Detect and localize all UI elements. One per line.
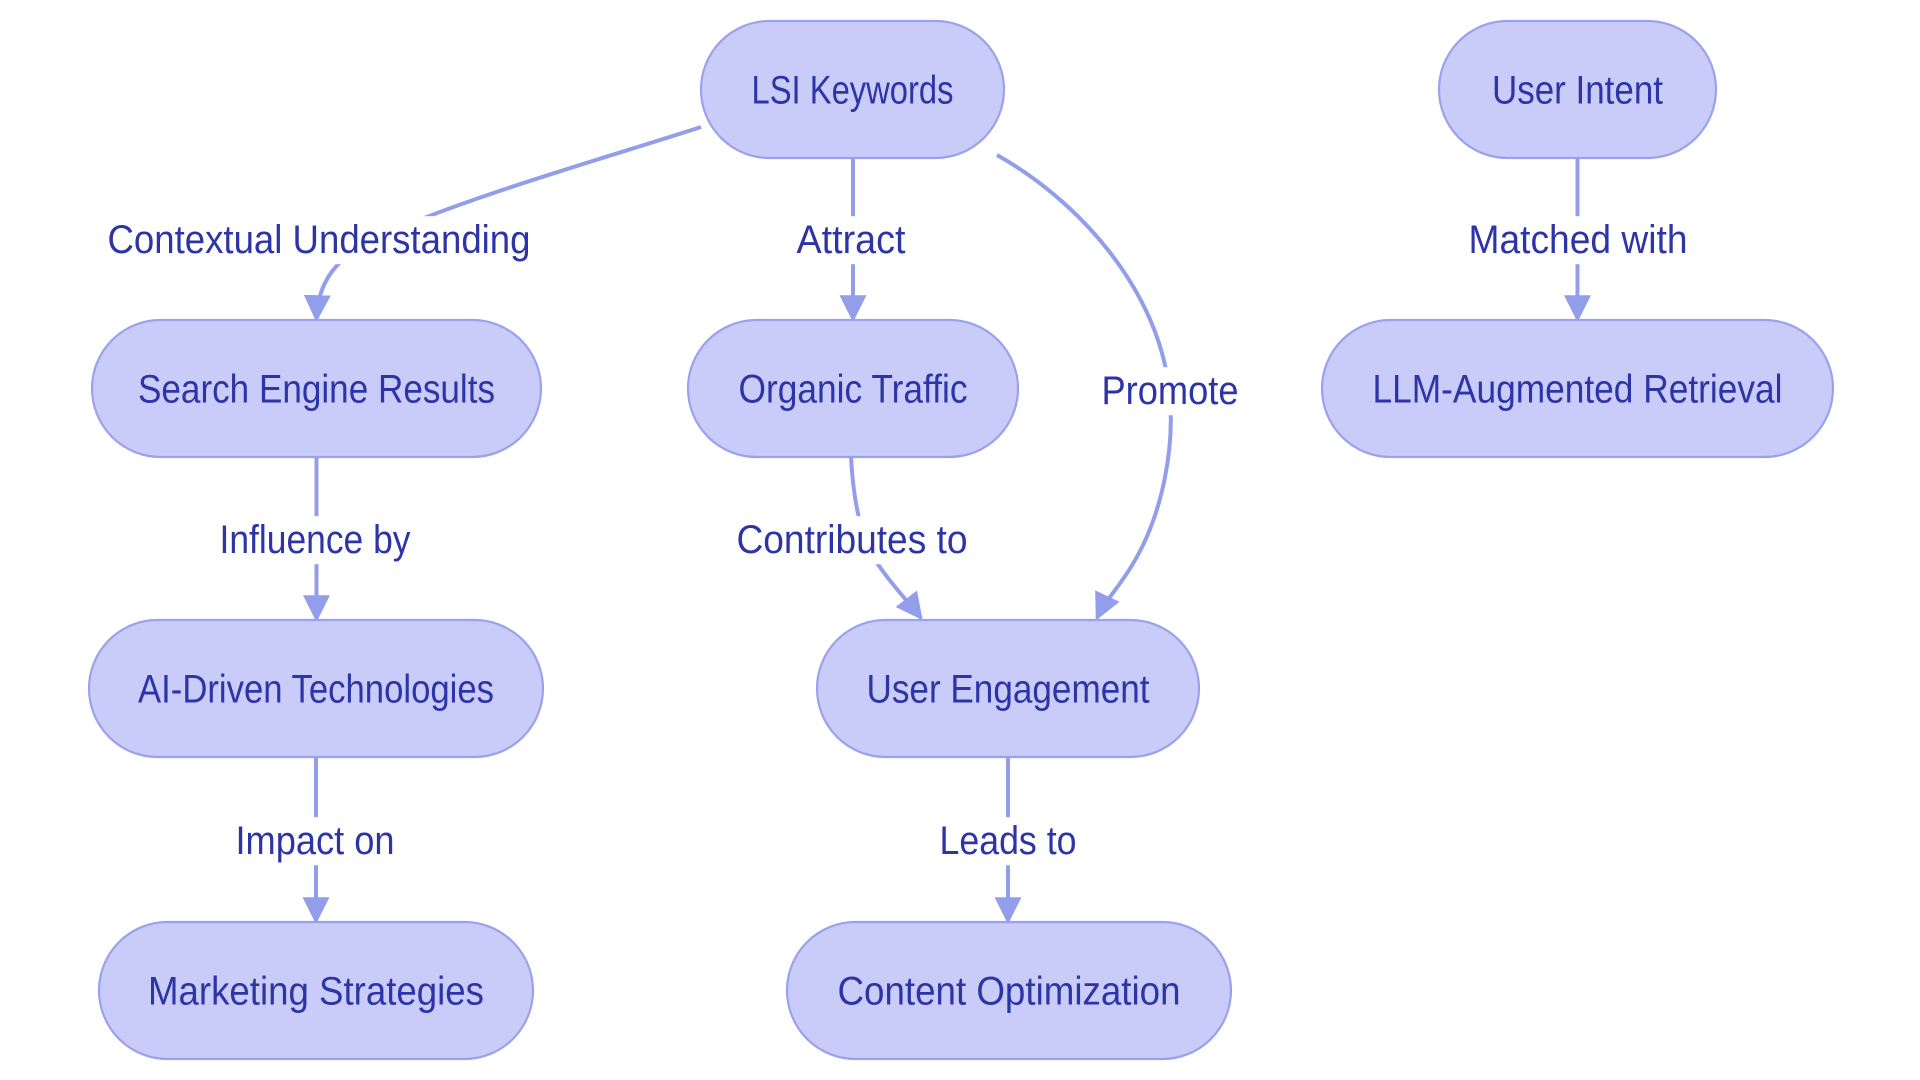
node-shape [699, 19, 1006, 160]
edge-label-bg [791, 216, 911, 265]
edge-label-matched-with: Matched with [1469, 218, 1688, 262]
node-user-engagement: User Engagement [815, 618, 1201, 759]
node-label: Content Optimization [838, 970, 1181, 1014]
node-content-optimization: Content Optimization [785, 920, 1233, 1061]
edge-labels: Contextual Understanding Attract Promote… [102, 216, 1693, 866]
node-label: Marketing Strategies [148, 970, 484, 1014]
edge-label-bg [102, 216, 536, 265]
node-label: AI-Driven Technologies [138, 668, 494, 712]
node-organic-traffic: Organic Traffic [686, 318, 1020, 459]
node-label: User Engagement [867, 668, 1150, 712]
node-ai-driven-technologies: AI-Driven Technologies [87, 618, 545, 759]
node-user-intent: User Intent [1437, 19, 1718, 160]
edge-label-bg [1463, 216, 1693, 265]
nodes: LSI Keywords User Intent Search Engine R… [87, 19, 1835, 1061]
node-shape [815, 618, 1201, 759]
edge-label-contributes-to: Contributes to [737, 518, 968, 562]
node-llm-augmented-retrieval: LLM-Augmented Retrieval [1320, 318, 1835, 459]
edge-label-leads-to: Leads to [940, 819, 1077, 863]
node-shape [1320, 318, 1835, 459]
node-shape [97, 920, 535, 1061]
edge-label-bg [731, 516, 973, 565]
edge-label-promote: Promote [1102, 369, 1239, 413]
edge-label-bg [214, 516, 416, 565]
edge-label-attract: Attract [797, 218, 906, 262]
edge-label-bg [934, 817, 1082, 866]
node-label: LLM-Augmented Retrieval [1373, 368, 1783, 412]
node-label: User Intent [1492, 69, 1663, 113]
node-label: LSI Keywords [752, 69, 954, 113]
node-marketing-strategies: Marketing Strategies [97, 920, 535, 1061]
node-lsi-keywords: LSI Keywords [699, 19, 1006, 160]
edge-label-contextual-understanding: Contextual Understanding [108, 218, 531, 262]
edge-label-influence-by: Influence by [220, 518, 411, 562]
node-shape [90, 318, 543, 459]
node-label: Search Engine Results [138, 368, 495, 412]
edge-label-bg [1096, 367, 1244, 416]
node-label: Organic Traffic [739, 368, 968, 412]
edge-label-bg [230, 817, 400, 866]
edge-label-impact-on: Impact on [236, 819, 395, 863]
node-shape [686, 318, 1020, 459]
node-shape [1437, 19, 1718, 160]
node-shape [87, 618, 545, 759]
node-shape [785, 920, 1233, 1061]
node-search-engine-results: Search Engine Results [90, 318, 543, 459]
